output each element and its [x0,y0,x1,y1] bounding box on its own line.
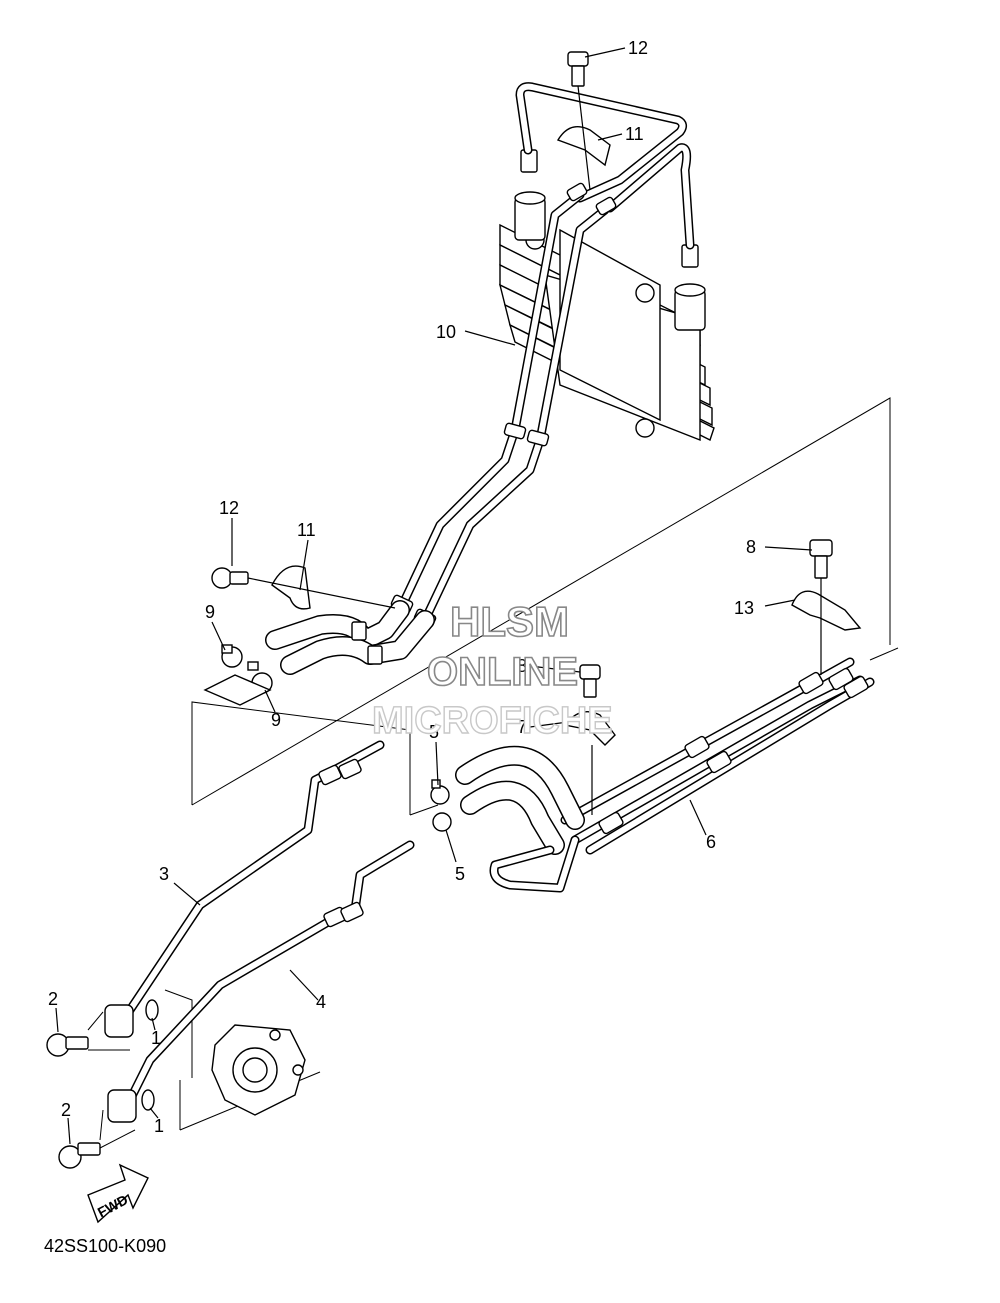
fwd-arrow: FWD [87,1163,149,1224]
oil-cooler [498,149,715,442]
clamp-11-top [556,126,611,167]
upper-left-hoses [203,600,435,706]
callout-labels: 12 11 10 12 11 9 9 8 13 8 7 5 5 6 3 4 1 … [48,38,756,1136]
callout-9-top: 9 [205,602,215,622]
callout-3: 3 [159,864,169,884]
pipe-4 [125,840,415,1105]
bolt-8-mid [579,664,601,698]
callout-6: 6 [706,832,716,852]
callout-1-bottom: 1 [154,1116,164,1136]
callout-11-left: 11 [297,520,316,540]
pipe-3 [125,740,385,1015]
callout-12-top: 12 [628,38,648,58]
callout-11-top: 11 [625,124,644,144]
callout-9-bottom: 9 [271,710,281,730]
watermark: HLSM ONLINE MICROFICHE [371,597,613,743]
watermark-line1: HLSM [450,598,569,645]
callout-8-mid: 8 [517,656,527,676]
bolt-12-top [567,51,589,87]
callout-12-left: 12 [219,498,239,518]
watermark-line3: MICROFICHE [372,700,613,742]
callout-7: 7 [517,717,527,737]
cooler-top-pipe [515,82,695,250]
callout-8-right: 8 [746,537,756,557]
clamp-7 [563,711,616,746]
lower-hoses [430,745,585,893]
callout-13: 13 [734,598,754,618]
bracket-13 [791,590,862,631]
watermark-line2: ONLINE [427,650,578,694]
banjo-bottom [107,1089,155,1123]
lower-pipes-6 [560,657,875,855]
callout-5-bottom: 5 [455,864,465,884]
callout-2-bottom: 2 [61,1100,71,1120]
clamp-11-left [271,565,311,610]
callout-10: 10 [436,322,456,342]
callout-5-top: 5 [429,722,439,742]
bolt-8-right [809,539,833,579]
callout-4: 4 [316,992,326,1012]
callout-2-top: 2 [48,989,58,1009]
reference-frame-lines [164,397,899,1131]
cooler-pipes [390,182,617,628]
engine-port [211,1024,306,1116]
callout-1-top: 1 [151,1028,161,1048]
bolt-12-left [211,567,249,589]
diagram-code: 42SS100-K090 [44,1236,166,1256]
bolt-2-top [46,1033,89,1057]
leader-lines [55,47,813,1145]
bolt-2-bottom [58,1142,101,1169]
